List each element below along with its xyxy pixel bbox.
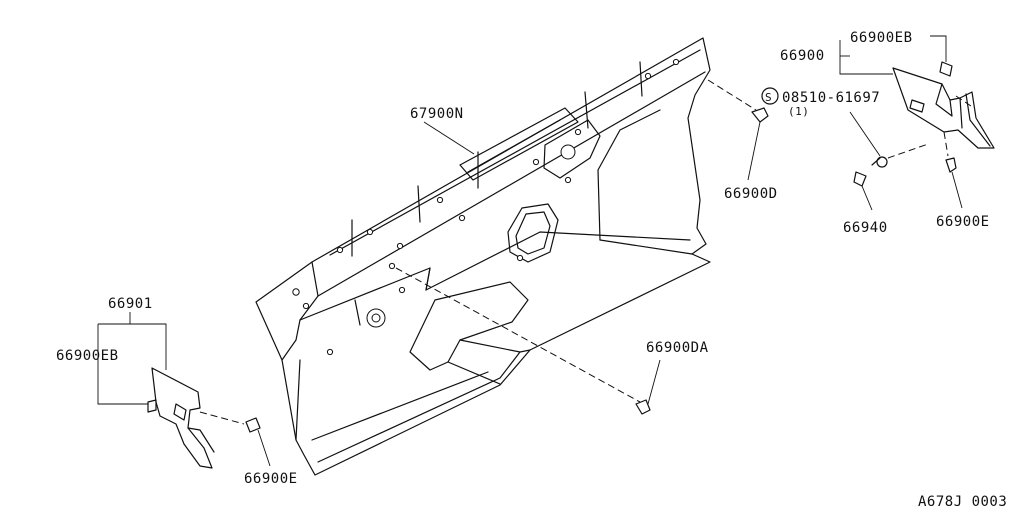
bracket-66901	[98, 323, 167, 370]
lh-side-insulator	[147, 367, 215, 469]
label-66900eb-right: 66900EB	[850, 30, 913, 46]
label-66900d: 66900D	[724, 186, 778, 202]
label-67900n: 67900N	[410, 106, 464, 122]
clip-66900e-left	[199, 411, 271, 467]
leader-67900n	[423, 121, 475, 155]
clip-66900da	[635, 359, 661, 415]
label-66900: 66900	[780, 48, 825, 64]
label-66900eb-left: 66900EB	[56, 348, 119, 364]
clip-66900e-right	[943, 131, 963, 209]
label-66900e-right: 66900E	[936, 214, 990, 230]
screw-symbol-circle	[761, 87, 779, 105]
screw-08510-61697	[849, 111, 929, 168]
bracket-66900	[839, 40, 893, 75]
dash-insulator-panel	[255, 37, 711, 476]
label-screw-symbol: S	[765, 91, 772, 104]
rh-side-insulator	[892, 61, 995, 149]
label-screw-qty: (1)	[788, 105, 809, 118]
label-66900e-left: 66900E	[244, 471, 298, 487]
drawing-code: A678J 0003	[918, 494, 1007, 510]
label-66940: 66940	[843, 220, 888, 236]
clip-66900d	[707, 79, 769, 181]
clip-66940	[853, 171, 873, 211]
label-66900da: 66900DA	[646, 340, 709, 356]
leader-66900eb	[930, 35, 947, 62]
label-66901: 66901	[108, 296, 153, 312]
label-screw-part: 08510-61697	[782, 90, 880, 106]
